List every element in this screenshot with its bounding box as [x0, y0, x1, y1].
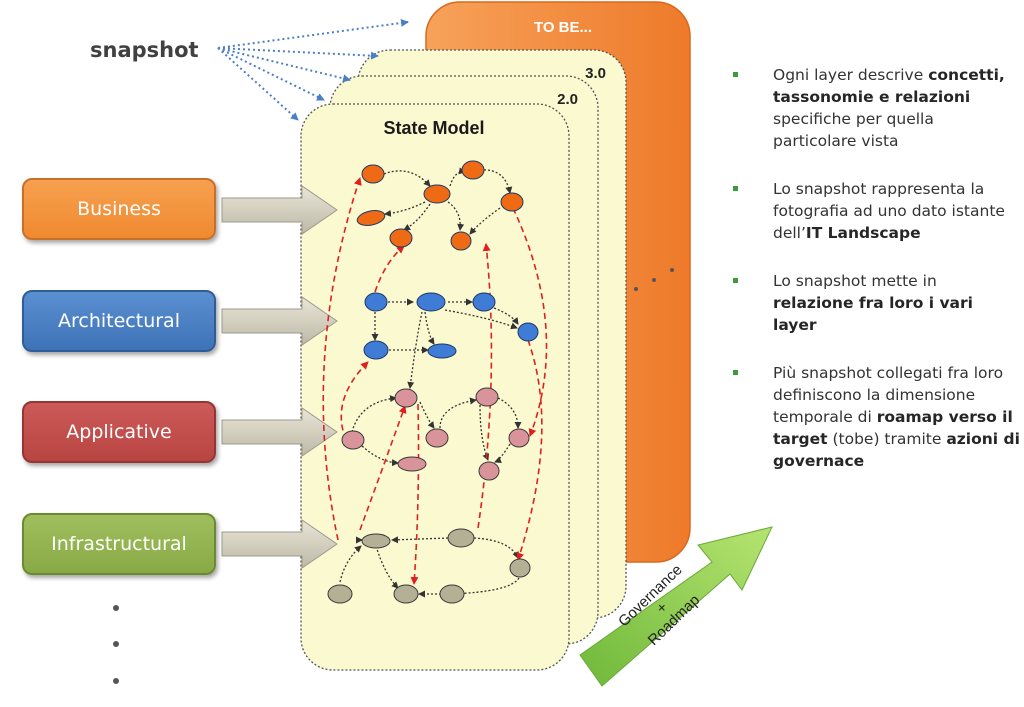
layer-architectural-box: Architectural — [22, 290, 216, 352]
architectural-node — [472, 292, 496, 312]
snapshot-arrows — [217, 18, 409, 121]
bullet-bold-text: concetti, tassonomie e relazioni — [773, 66, 1005, 106]
bullet-bold-text: azioni di governace — [773, 430, 1020, 470]
infrastructural-node — [439, 584, 465, 604]
applicative-node — [475, 387, 499, 407]
cross-link-5 — [340, 361, 369, 441]
layer-infrastructural-box: Infrastructural — [22, 513, 216, 575]
bullet-bold-text: roamap verso il target — [773, 408, 1013, 448]
version-2-label: 2.0 — [557, 91, 578, 108]
tobe-label: TO BE... — [534, 19, 592, 36]
bullet-item: Più snapshot collegati fra loro definisc… — [728, 362, 1020, 472]
cross-link-3 — [374, 245, 405, 293]
cross-link-2 — [477, 243, 493, 529]
infrastructural-node — [327, 584, 353, 604]
applicative-node — [341, 430, 365, 450]
infrastructural-node — [509, 558, 531, 578]
bullet-text: Ogni layer descrive — [773, 66, 929, 84]
business-node — [423, 184, 451, 204]
business-node — [361, 164, 385, 184]
snapshot-label: snapshot — [90, 38, 199, 62]
cross-layer-edges — [322, 177, 548, 585]
architectural-node — [363, 340, 389, 360]
more-versions-dots — [634, 268, 674, 291]
bullet-list: Ogni layer descrive concetti, tassonomie… — [728, 64, 1020, 498]
business-node — [461, 160, 485, 180]
bullet-marker-icon — [733, 370, 738, 375]
applicative-node — [478, 461, 500, 481]
architectural-arrow — [221, 296, 338, 346]
architectural-node — [364, 292, 388, 312]
cross-link-6 — [516, 339, 543, 561]
bullet-marker-icon — [733, 72, 738, 77]
business-arrow — [221, 185, 338, 235]
more-layers-dots — [113, 605, 119, 684]
architectural-node — [427, 343, 457, 359]
applicative-node — [508, 428, 530, 448]
business-node — [450, 231, 472, 251]
business-node — [389, 228, 413, 248]
infrastructural-node — [361, 533, 391, 549]
architectural-nodes — [363, 292, 539, 360]
cross-link-8 — [359, 405, 407, 531]
infrastructural-nodes — [327, 528, 531, 604]
bullet-marker-icon — [733, 186, 738, 191]
cross-link-7 — [410, 403, 420, 585]
bullet-text: Lo snapshot mette in — [773, 272, 937, 290]
layer-arrows — [221, 185, 338, 569]
intra-layer-edges — [339, 167, 522, 598]
applicative-node — [425, 428, 449, 448]
cross-link-1 — [322, 177, 362, 541]
bullet-bold-text: IT Landscape — [805, 224, 921, 242]
cross-link-4 — [512, 207, 548, 437]
architectural-node — [416, 292, 446, 312]
business-nodes — [356, 160, 524, 251]
business-node — [500, 192, 524, 212]
bullet-text: Più snapshot collegati fra loro definisc… — [773, 364, 1004, 426]
bullet-text: Lo snapshot rappresenta la fotografia ad… — [773, 180, 1005, 242]
applicative-nodes — [341, 387, 530, 481]
applicative-node — [397, 456, 427, 472]
bullet-text: specifiche per quella particolare vista — [773, 110, 934, 150]
bullet-text: (tobe) tramite — [827, 430, 947, 448]
layer-applicative-box: Applicative — [22, 401, 216, 463]
applicative-arrow — [221, 407, 338, 457]
bullet-marker-icon — [733, 278, 738, 283]
bullet-bold-text: relazione fra loro i vari layer — [773, 294, 973, 334]
infrastructural-node — [447, 528, 475, 548]
business-node — [356, 210, 386, 226]
bullet-item: Lo snapshot mette in relazione fra loro … — [728, 270, 1020, 336]
version-3-label: 3.0 — [585, 65, 606, 82]
architectural-node — [517, 322, 539, 342]
layer-business-box: Business — [22, 178, 216, 240]
infrastructural-arrow — [221, 519, 338, 569]
state-model-title: State Model — [383, 118, 484, 138]
state-model-panel: State Model — [300, 103, 570, 671]
applicative-node — [394, 388, 418, 408]
bullet-item: Lo snapshot rappresenta la fotografia ad… — [728, 178, 1020, 244]
bullet-item: Ogni layer descrive concetti, tassonomie… — [728, 64, 1020, 152]
infrastructural-node — [393, 584, 419, 604]
